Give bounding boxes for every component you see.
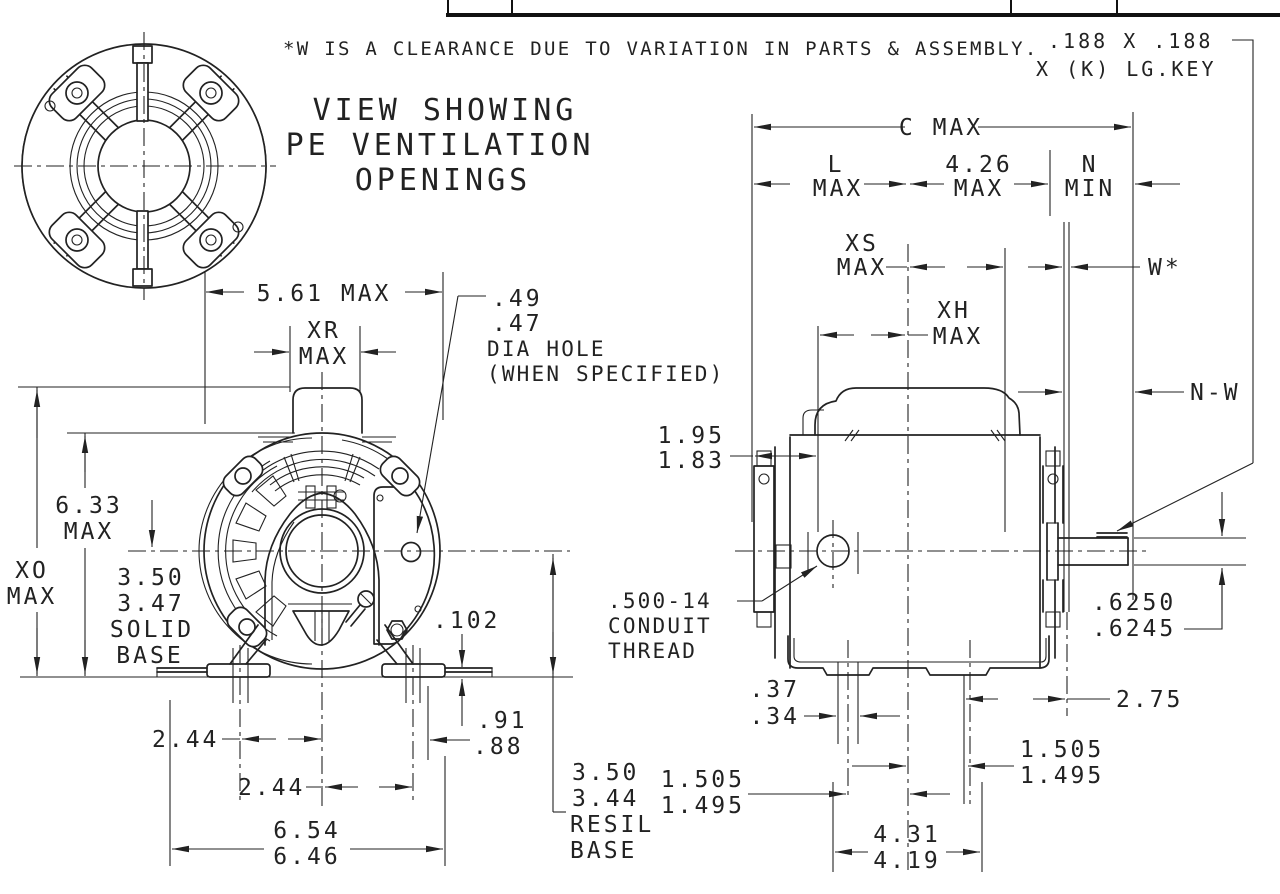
- dim-lf-d1: 1.505: [661, 767, 745, 793]
- key-note-line2: X (K) LG.KEY: [1036, 57, 1217, 81]
- dim-xr-max: MAX: [299, 344, 350, 370]
- dim-654: 6.54: [273, 818, 340, 844]
- dim-183: 1.83: [658, 448, 725, 474]
- key-note: .188 X .188 X (K) LG.KEY: [1036, 29, 1254, 532]
- dim-633-max: MAX: [64, 519, 115, 545]
- dim-xs-max: MAX: [837, 255, 888, 281]
- front-view: [20, 372, 573, 806]
- dim-88: .88: [473, 734, 524, 760]
- front-view-dimensions: 5.61 MAX XR MAX .49 .47 DIA HOLE (WHEN S…: [7, 272, 725, 870]
- dim-solid-d2: 3.47: [117, 591, 184, 617]
- dim-244-right: 2.44: [238, 775, 305, 801]
- dim-rf-d1: 1.505: [1020, 737, 1104, 763]
- dim-hole-d1: .49: [492, 286, 543, 312]
- dim-xs: XS: [845, 231, 879, 257]
- dim-xh: XH: [937, 298, 971, 324]
- dim-37: .37: [749, 677, 800, 703]
- dim-244-left: 2.44: [152, 727, 219, 753]
- dim-solid-t1: SOLID: [110, 617, 194, 643]
- view-title-line2: PE VENTILATION: [286, 128, 595, 163]
- side-view-dimensions: C MAX L MAX 4.26 MAX N MIN XS MAX W* XH …: [608, 112, 1246, 874]
- dim-resil-d1: 3.50: [572, 760, 639, 786]
- dim-solid-t2: BASE: [116, 643, 183, 669]
- dim-431: 4.31: [873, 822, 940, 848]
- dim-conduit-t1: .500-14: [608, 589, 712, 613]
- pe-ventilation-view: [14, 32, 276, 300]
- clearance-note: *W IS A CLEARANCE DUE TO VARIATION IN PA…: [283, 38, 1039, 60]
- view-title-line1: VIEW SHOWING: [313, 93, 578, 128]
- dim-hole-t2: (WHEN SPECIFIED): [487, 362, 725, 386]
- dim-l: L: [828, 152, 845, 178]
- dim-c-max: C MAX: [899, 115, 983, 141]
- dim-419: 4.19: [873, 848, 940, 874]
- dim-shaft-d2: .6245: [1092, 616, 1176, 642]
- key-note-line1: .188 X .188: [1048, 29, 1213, 53]
- dim-xo-max: MAX: [7, 584, 58, 610]
- dim-hole-d2: .47: [492, 311, 543, 337]
- dim-rf-d2: 1.495: [1020, 763, 1104, 789]
- dim-633: 6.33: [55, 493, 122, 519]
- dim-conduit-t2: CONDUIT: [608, 614, 712, 638]
- dim-195: 1.95: [658, 423, 725, 449]
- dim-resil-t2: BASE: [570, 838, 637, 864]
- dim-resil-t1: RESIL: [570, 812, 654, 838]
- dim-426: 4.26: [945, 152, 1012, 178]
- dim-solid-d1: 3.50: [117, 565, 184, 591]
- dim-lf-d2: 1.495: [661, 793, 745, 819]
- view-title-line3: OPENINGS: [355, 163, 532, 198]
- dim-resil-d2: 3.44: [572, 786, 639, 812]
- dim-conduit-t3: THREAD: [608, 639, 697, 663]
- dim-102: .102: [433, 608, 500, 634]
- dim-l-max: MAX: [813, 176, 864, 202]
- dim-xo: XO: [15, 558, 49, 584]
- title-block-fragment: [446, 0, 1280, 17]
- dim-xr: XR: [307, 318, 341, 344]
- dim-nw: N-W: [1190, 380, 1241, 406]
- dim-shaft-d1: .6250: [1092, 590, 1176, 616]
- view-title: VIEW SHOWING PE VENTILATION OPENINGS: [286, 93, 595, 198]
- dim-275: 2.75: [1116, 687, 1183, 713]
- dim-front-width: 5.61 MAX: [257, 281, 392, 307]
- dim-xh-max: MAX: [933, 324, 984, 350]
- dim-426-max: MAX: [954, 176, 1005, 202]
- dim-w: W*: [1148, 255, 1182, 281]
- dim-hole-t1: DIA HOLE: [487, 337, 606, 361]
- dim-n: N: [1082, 152, 1099, 178]
- side-view: [735, 244, 1148, 870]
- dim-646: 6.46: [273, 844, 340, 870]
- dim-34: .34: [749, 704, 800, 730]
- dim-n-min: MIN: [1065, 176, 1116, 202]
- dim-91: .91: [477, 708, 528, 734]
